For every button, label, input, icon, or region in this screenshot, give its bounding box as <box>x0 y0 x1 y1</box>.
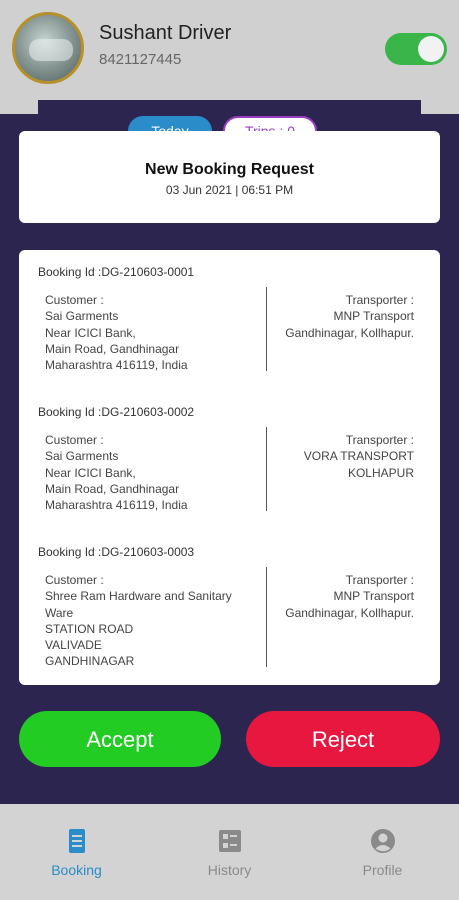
customer-line: Maharashtra 416119, India <box>45 358 188 373</box>
transporter-line: MNP Transport <box>333 309 414 324</box>
customer-details: Customer : Sai Garments Near ICICI Bank,… <box>45 432 257 513</box>
customer-line: Ware <box>45 605 74 620</box>
request-datetime: 03 Jun 2021 | 06:51 PM <box>165 183 294 197</box>
app-header: Sushant Driver 8421127445 <box>0 0 459 100</box>
booking-item[interactable]: Booking Id :DG-210603-0002 Customer : Sa… <box>19 390 440 520</box>
customer-line: Maharashtra 416119, India <box>45 498 188 513</box>
transporter-details: Transporter : MNP Transport Gandhinagar,… <box>254 572 414 621</box>
transporter-label: Transporter : <box>345 293 414 307</box>
transporter-details: Transporter : MNP Transport Gandhinagar,… <box>254 292 414 341</box>
driver-name: Sushant Driver <box>99 22 232 44</box>
customer-details: Customer : Sai Garments Near ICICI Bank,… <box>45 292 257 373</box>
customer-line: Shree Ram Hardware and Sanitary <box>45 589 232 604</box>
customer-label: Customer : <box>45 293 104 307</box>
transporter-label: Transporter : <box>345 573 414 587</box>
accept-button[interactable]: Accept <box>19 711 221 767</box>
customer-details: Customer : Shree Ram Hardware and Sanita… <box>45 572 257 670</box>
customer-line: STATION ROAD <box>45 621 134 636</box>
customer-label: Customer : <box>45 433 104 447</box>
toggle-knob <box>418 36 444 62</box>
new-booking-request-card: New Booking Request 03 Jun 2021 | 06:51 … <box>19 131 440 223</box>
vertical-divider <box>266 567 267 667</box>
customer-line: Sai Garments <box>45 309 119 324</box>
nav-item-profile[interactable]: Profile <box>306 804 459 900</box>
reject-button[interactable]: Reject <box>246 711 440 767</box>
nav-label-history: History <box>207 862 252 878</box>
nav-item-history[interactable]: History <box>153 804 306 900</box>
customer-line: Near ICICI Bank, <box>45 325 136 340</box>
nav-label-booking: Booking <box>51 862 102 878</box>
customer-line: Main Road, Gandhinagar <box>45 481 180 496</box>
header-ledge-left <box>0 100 38 114</box>
header-ledge-right <box>421 100 459 114</box>
transporter-details: Transporter : VORA TRANSPORT KOLHAPUR <box>254 432 414 481</box>
booking-id: Booking Id :DG-210603-0002 <box>38 405 195 419</box>
transporter-label: Transporter : <box>345 433 414 447</box>
customer-line: GANDHINAGAR <box>45 654 135 669</box>
customer-label: Customer : <box>45 573 104 587</box>
history-icon <box>218 830 241 852</box>
booking-list[interactable]: Booking Id :DG-210603-0001 Customer : Sa… <box>19 250 440 685</box>
vertical-divider <box>266 427 267 511</box>
transporter-line: Gandhinagar, Kollhapur. <box>285 605 414 620</box>
booking-id: Booking Id :DG-210603-0001 <box>38 265 195 279</box>
vertical-divider <box>266 287 267 371</box>
nav-item-booking[interactable]: Booking <box>0 804 153 900</box>
booking-item[interactable]: Booking Id :DG-210603-0003 Customer : Sh… <box>19 530 440 680</box>
transporter-line: Gandhinagar, Kollhapur. <box>285 325 414 340</box>
booking-id: Booking Id :DG-210603-0003 <box>38 545 195 559</box>
bottom-navigation: Booking History Profile <box>0 804 459 900</box>
booking-icon <box>68 829 85 853</box>
avatar[interactable] <box>12 12 84 84</box>
transporter-line: MNP Transport <box>333 589 414 604</box>
customer-line: VALIVADE <box>45 638 102 653</box>
customer-line: Sai Garments <box>45 449 119 464</box>
transporter-line: KOLHAPUR <box>347 465 414 480</box>
profile-icon <box>370 829 395 853</box>
nav-label-profile: Profile <box>362 862 403 878</box>
availability-toggle[interactable] <box>385 33 447 65</box>
customer-line: Near ICICI Bank, <box>45 465 136 480</box>
driver-phone: 8421127445 <box>99 51 182 68</box>
transporter-line: VORA TRANSPORT <box>303 449 414 464</box>
customer-line: Main Road, Gandhinagar <box>45 341 180 356</box>
request-title: New Booking Request <box>145 161 314 178</box>
booking-item[interactable]: Booking Id :DG-210603-0001 Customer : Sa… <box>19 250 440 380</box>
